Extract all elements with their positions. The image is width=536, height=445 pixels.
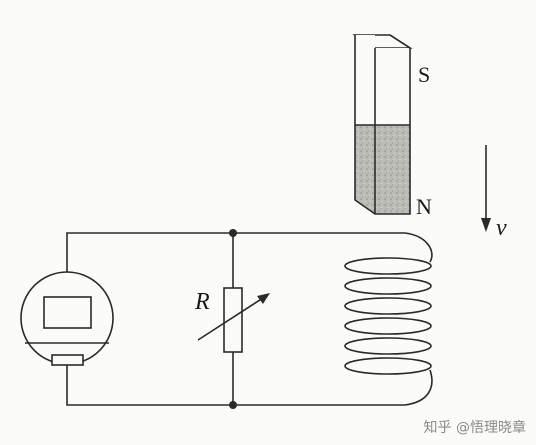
- north-pole-label: N: [416, 194, 432, 219]
- magnet-south-front: [355, 35, 375, 125]
- south-pole-label: S: [418, 62, 431, 87]
- bar-magnet: [352, 34, 413, 215]
- magnet-north-side: [375, 125, 410, 214]
- magnet-south-side: [375, 48, 410, 125]
- galvanometer: [20, 271, 114, 366]
- circuit-wires: [66, 232, 405, 406]
- meter-display: [43, 296, 92, 329]
- magnet-north-front: [355, 125, 375, 214]
- junction-dot-top: [229, 229, 237, 237]
- resistor-label: R: [195, 289, 210, 315]
- meter-base: [51, 354, 84, 366]
- solenoid-coil: [344, 232, 433, 406]
- velocity-label: v: [496, 215, 507, 241]
- watermark: 知乎 @悟理晓章: [423, 420, 526, 436]
- velocity-arrow: [481, 145, 491, 232]
- junction-dot-bottom: [229, 401, 237, 409]
- variable-resistor: [197, 287, 270, 353]
